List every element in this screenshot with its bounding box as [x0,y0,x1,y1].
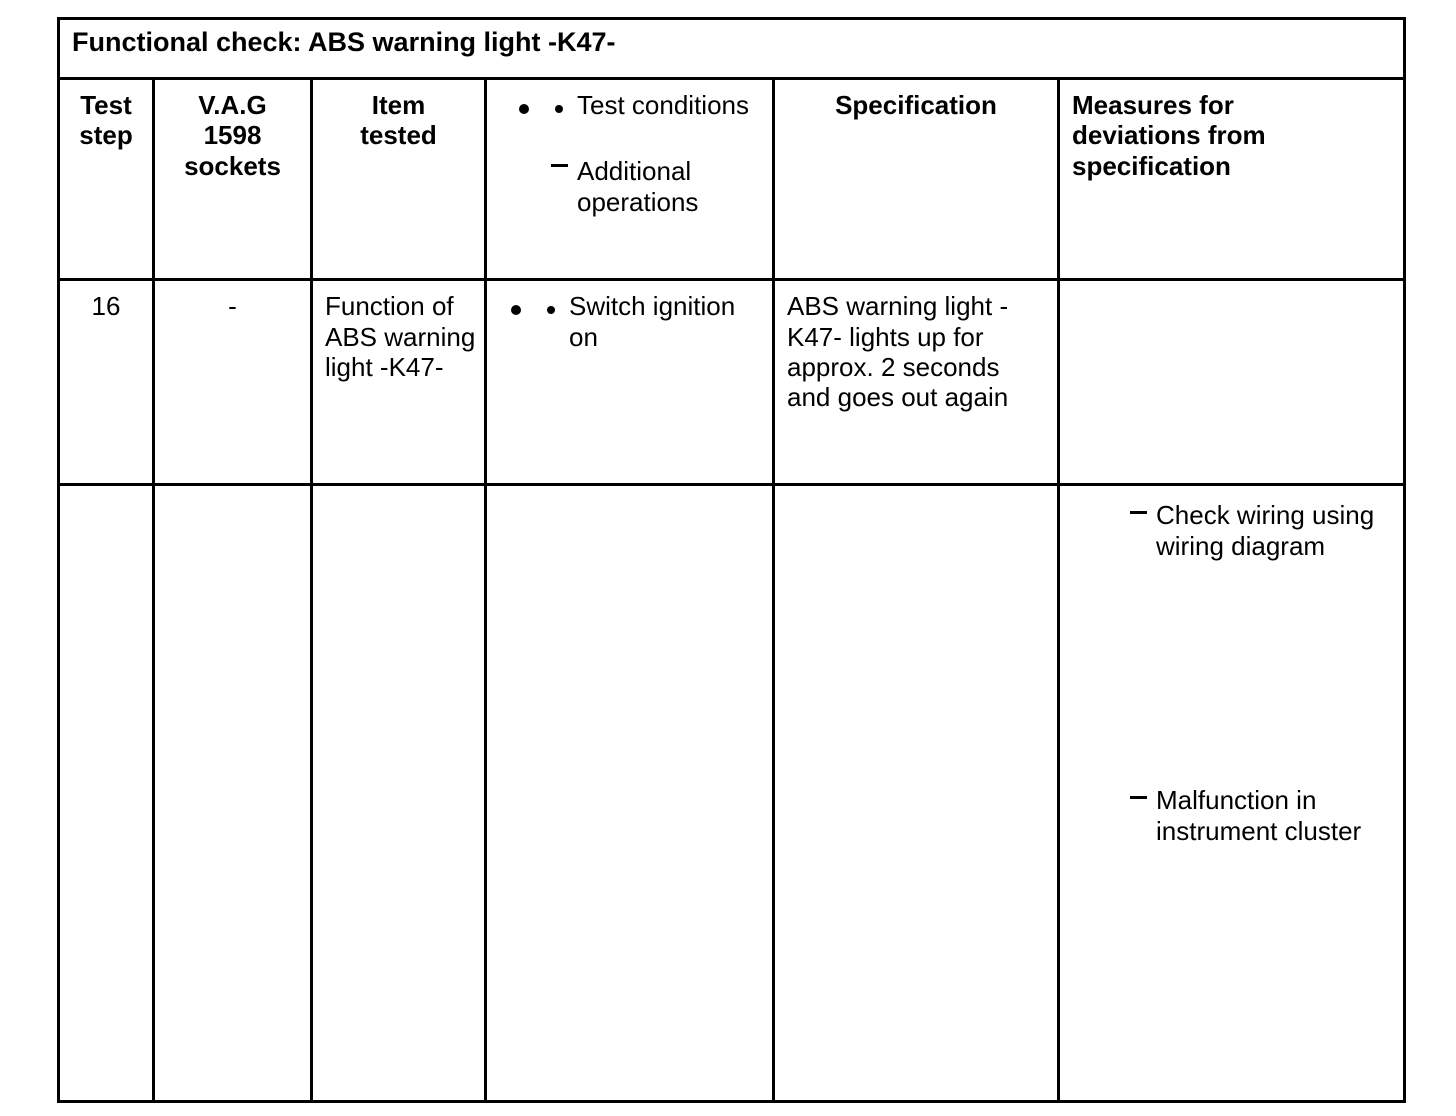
value-test-step: 16 [91,291,121,322]
header-measures-line3: specification [1072,150,1231,181]
cell-vag-sockets: - [152,278,313,487]
header-item-tested: Item tested [313,80,484,151]
header-cell-test-conditions: Test conditions Additional operations [484,76,775,282]
cell-measures-list: Check wiring using wiring diagram Malfun… [1056,483,1407,1103]
cell-item-tested-empty [310,483,487,1103]
table-header-row: Test step V.A.G 1598 sockets Item tested [57,76,1407,282]
measure-item-label: Malfunction in instrument cluster [1156,785,1362,846]
header-cell-vag-sockets: V.A.G 1598 sockets [152,76,313,282]
cell-test-conditions: Switch ignition on [484,278,775,487]
cell-test-step-empty [57,483,155,1103]
list-item: Malfunction in instrument cluster [1060,785,1403,846]
page-title: Functional check: ABS warning light -K47… [72,27,616,57]
measures-list: Check wiring using wiring diagram Malfun… [1060,486,1403,846]
header-specification: Specification [835,89,997,120]
header-test-conditions: Test conditions Additional operations [487,80,772,217]
condition-bullet-block: Switch ignition on [487,291,772,352]
header-vag-sockets: V.A.G 1598 sockets [155,80,310,181]
header-test-step-line2: step [79,120,133,151]
bullet-marker-small-icon [547,306,555,315]
list-item: Check wiring using wiring diagram [1060,500,1403,561]
cell-test-step: 16 [57,278,155,487]
cell-measures [1056,278,1407,487]
bullet-marker-icon [519,103,529,114]
header-measures: Measures for deviations from specificati… [1060,80,1403,181]
cell-vag-sockets-empty [152,483,313,1103]
header-cell-item-tested: Item tested [310,76,487,282]
header-test-step: Test step [60,80,152,151]
header-additional-operations-label: Additional operations [577,156,699,217]
header-test-step-line1: Test [80,89,132,120]
cell-specification: ABS warning light -K47- lights up for ap… [772,278,1060,487]
header-cell-test-step: Test step [57,76,155,282]
value-test-conditions: Switch ignition on [487,281,772,352]
header-cell-specification: Specification [772,76,1060,282]
functional-check-table: Functional check: ABS warning light -K47… [56,17,1407,1103]
header-item-tested-line2: tested [360,120,437,151]
measure-item-label: Check wiring using wiring diagram [1156,500,1375,561]
header-condition-dash-block: Additional operations [495,156,764,217]
dash-marker-icon [1130,511,1147,515]
header-measures-line1: Measures for [1072,89,1234,120]
table-title-cell: Functional check: ABS warning light -K47… [56,17,1407,80]
table-row: 16 - Function of ABS warning light -K47-… [57,278,1407,487]
cell-test-conditions-empty [484,483,775,1103]
value-item-tested: Function of ABS warning light -K47- [325,291,476,382]
header-item-tested-line1: Item [371,89,426,120]
table-row: Check wiring using wiring diagram Malfun… [57,483,1407,1103]
value-specification: ABS warning light -K47- lights up for ap… [787,291,1009,413]
table-title-row: Functional check: ABS warning light -K47… [56,17,1407,80]
header-condition-bullet-block: Test conditions [495,90,764,120]
header-cell-measures: Measures for deviations from specificati… [1056,76,1407,282]
value-vag-sockets: - [228,291,237,322]
bullet-marker-small-icon [555,104,563,113]
dash-marker-icon [1130,796,1147,800]
bullet-marker-icon [511,305,521,316]
cell-item-tested: Function of ABS warning light -K47- [310,278,487,487]
cell-specification-empty [772,483,1060,1103]
header-vag-sockets-line2: 1598 [203,120,262,151]
dash-marker-icon [551,164,568,168]
measures-spacer [1060,561,1403,785]
header-measures-line2: deviations from [1072,120,1266,151]
value-test-conditions-label: Switch ignition on [569,291,736,352]
header-vag-sockets-line1: V.A.G [198,89,267,120]
header-vag-sockets-line3: sockets [184,150,281,181]
header-test-conditions-label: Test conditions [577,89,749,120]
value-measures-empty [1060,281,1403,291]
